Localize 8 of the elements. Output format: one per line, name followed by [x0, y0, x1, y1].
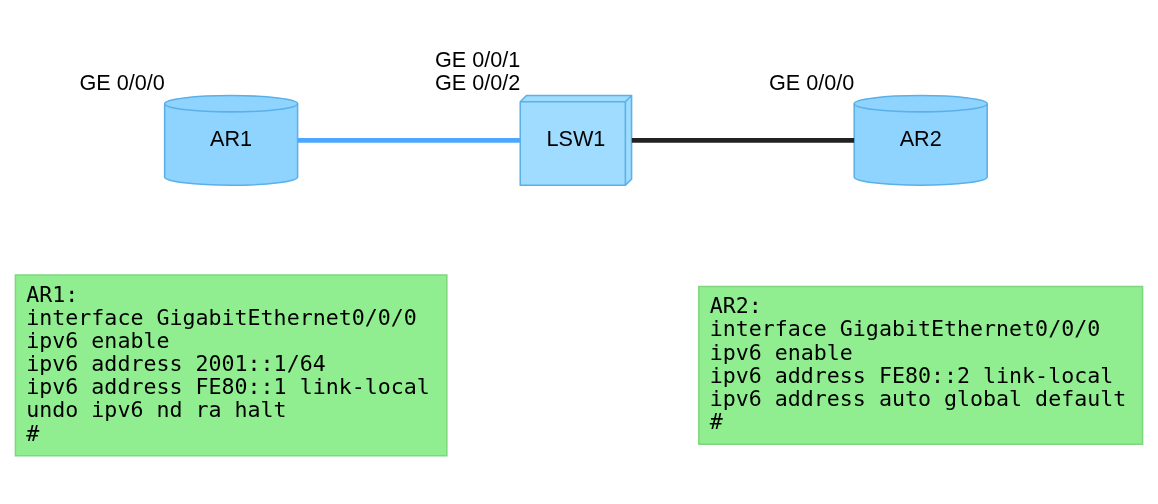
connector	[631, 137, 855, 143]
node-label: GE 0/0/1	[435, 46, 521, 71]
node-label: GE 0/0/2	[435, 69, 521, 95]
node-label: GE 0/0/0	[769, 69, 855, 95]
node-box: AR1: interface GigabitEthernet0/0/0 ipv6 enable ipv6 address 2001::1/64 ipv6 address FE80::1 link-local undo ipv6 nd ra halt #	[14, 273, 448, 457]
node-box: AR2: interface GigabitEthernet0/0/0 ipv6 enable ipv6 address FE80::2 link-local ipv6 address auto global default #	[698, 285, 1144, 445]
connector	[297, 137, 520, 143]
node-label: GE 0/0/0	[79, 69, 165, 95]
